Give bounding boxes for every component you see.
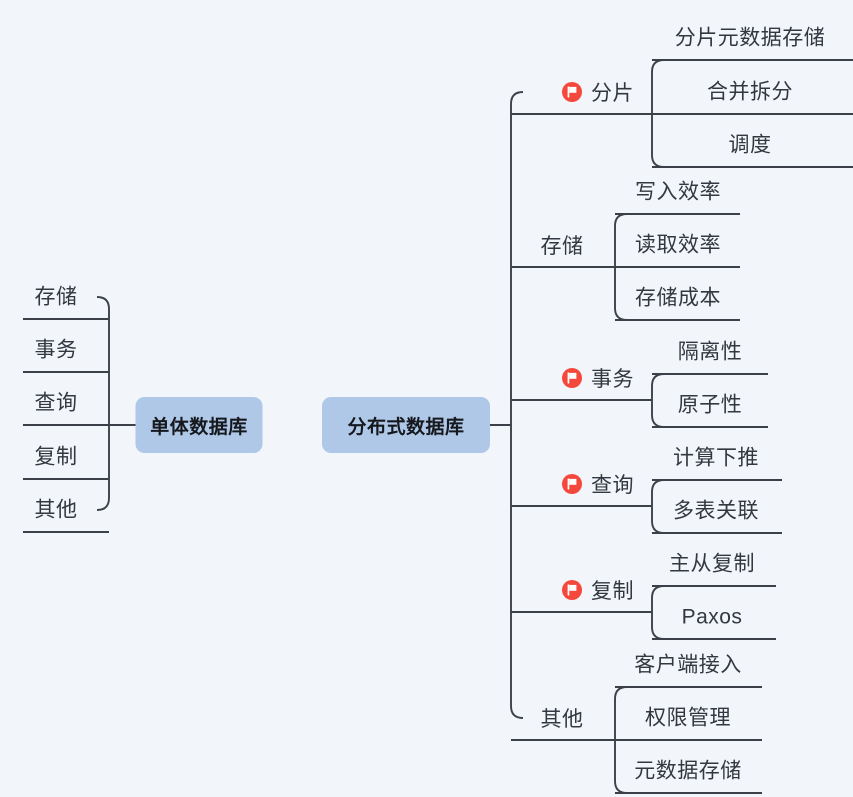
leaf-node-Paxos[interactable]: Paxos	[681, 605, 743, 629]
spine-monolithic	[96, 296, 110, 511]
leaf-node-调度[interactable]: 调度	[728, 133, 772, 157]
leaf-node-计算下推[interactable]: 计算下推	[673, 446, 759, 470]
leaf-node-权限管理[interactable]: 权限管理	[645, 706, 731, 730]
branch-node-存储[interactable]: 存储	[541, 230, 584, 260]
leaf-spine-2	[651, 373, 665, 428]
leaf-node-存储成本[interactable]: 存储成本	[635, 286, 721, 310]
flag-icon	[562, 82, 582, 102]
leaf-node-隔离性[interactable]: 隔离性	[677, 340, 743, 364]
branch-label: 事务	[591, 368, 634, 391]
flag-icon	[562, 368, 582, 388]
leaf-node-其他[interactable]: 其他	[34, 498, 78, 522]
flag-icon	[562, 580, 582, 600]
branch-node-复制[interactable]: 复制	[562, 575, 634, 605]
branch-node-分片[interactable]: 分片	[562, 77, 634, 107]
root-node-monolithic[interactable]: 单体数据库	[135, 397, 263, 453]
branch-node-事务[interactable]: 事务	[562, 363, 634, 393]
leaf-node-事务[interactable]: 事务	[34, 338, 78, 362]
branch-label: 查询	[591, 474, 634, 497]
leaf-spine-3	[651, 479, 665, 534]
leaf-node-写入效率[interactable]: 写入效率	[635, 180, 721, 204]
leaf-node-原子性[interactable]: 原子性	[677, 393, 743, 417]
branch-label: 其他	[540, 708, 584, 731]
leaf-node-主从复制[interactable]: 主从复制	[669, 552, 755, 576]
branch-node-其他[interactable]: 其他	[541, 703, 584, 733]
leaf-node-复制[interactable]: 复制	[34, 445, 78, 469]
leaf-node-客户端接入[interactable]: 客户端接入	[634, 653, 742, 677]
leaf-node-元数据存储[interactable]: 元数据存储	[634, 759, 742, 783]
leaf-node-分片元数据存储[interactable]: 分片元数据存储	[674, 26, 826, 50]
branch-label: 复制	[591, 580, 634, 603]
leaf-node-多表关联[interactable]: 多表关联	[673, 499, 759, 523]
leaf-node-查询[interactable]: 查询	[34, 391, 78, 415]
flag-icon	[562, 474, 582, 494]
branch-label: 分片	[591, 82, 634, 105]
leaf-node-读取效率[interactable]: 读取效率	[635, 233, 721, 257]
spine-distributed	[510, 91, 524, 719]
branch-node-查询[interactable]: 查询	[562, 469, 634, 499]
root-node-distributed[interactable]: 分布式数据库	[322, 397, 490, 453]
leaf-node-合并拆分[interactable]: 合并拆分	[707, 80, 793, 104]
branch-label: 存储	[540, 235, 584, 258]
leaf-node-存储[interactable]: 存储	[34, 285, 78, 309]
leaf-spine-4	[651, 585, 665, 640]
